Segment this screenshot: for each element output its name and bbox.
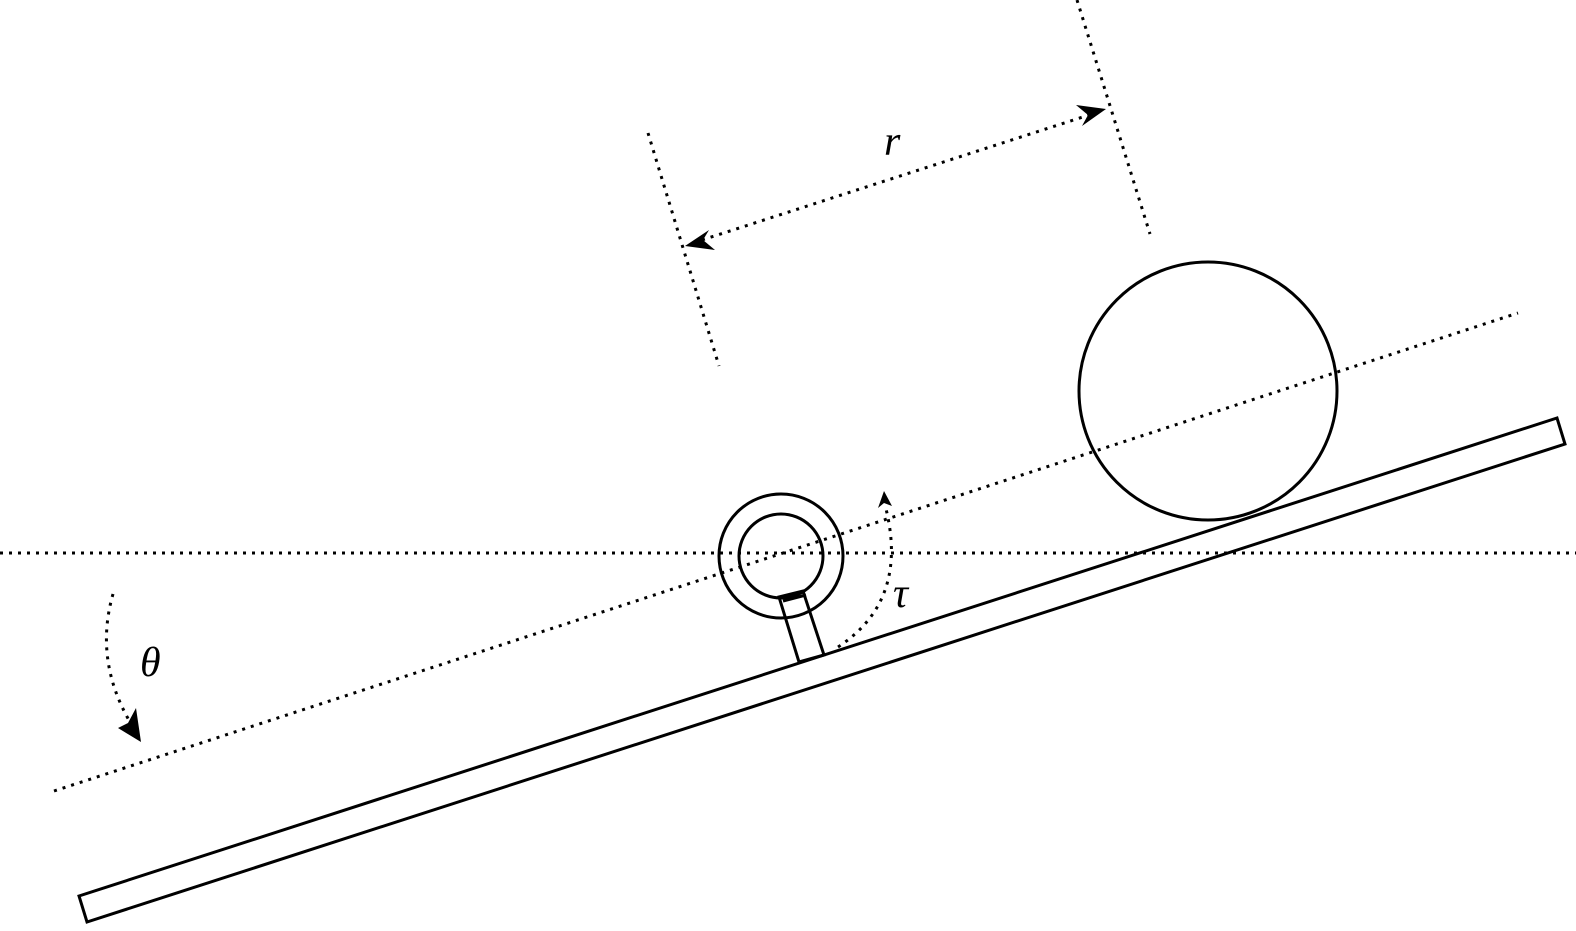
- radius-dimension-arrow: [685, 105, 1106, 250]
- angle-label: θ: [140, 640, 161, 686]
- radius-label: r: [884, 119, 901, 165]
- pivot-post: [777, 589, 826, 664]
- torque-arrow: [837, 491, 893, 649]
- ball: [1077, 260, 1339, 522]
- radius-extension-line-left: [646, 132, 721, 367]
- torque-label: τ: [893, 571, 910, 617]
- pivot-outer-ring: [717, 492, 845, 620]
- pivot-inner-ring: [737, 512, 825, 600]
- beam: [77, 416, 1567, 924]
- angle-arrow: [104, 593, 141, 742]
